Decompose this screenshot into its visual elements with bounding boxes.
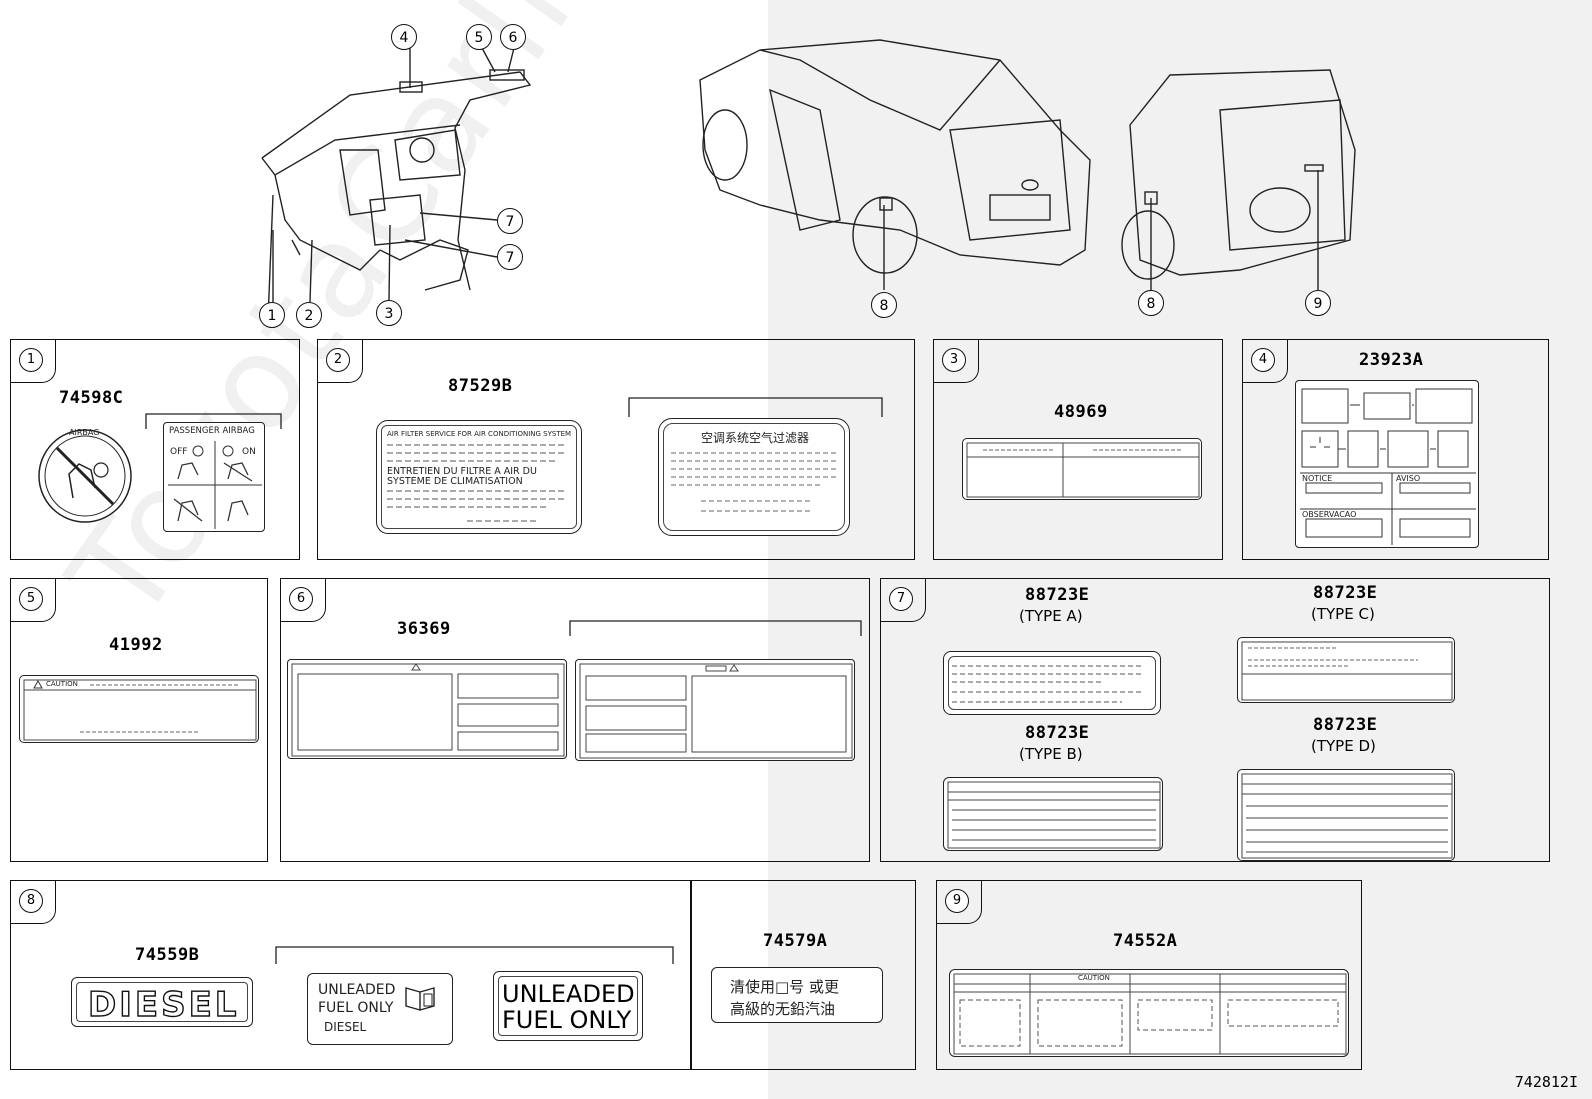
cn-fuel-label: 清使用□号 或更 高級的无鉛汽油 — [711, 967, 883, 1023]
part-number: 87529B — [448, 376, 513, 396]
bracket — [628, 397, 883, 417]
callout-7a: 7 — [497, 208, 523, 234]
cool-box-label-type-a — [943, 651, 1161, 715]
panel-4: 4 23923A NOTICE AVISO OBSERVACAO — [1242, 339, 1549, 560]
type-c: (TYPE C) — [1311, 605, 1375, 623]
part-number: 48969 — [1054, 402, 1108, 422]
airbag-badge-text: AIRBAG — [69, 428, 100, 437]
callout-5: 5 — [466, 24, 492, 50]
type-d: (TYPE D) — [1311, 737, 1376, 755]
part-number-type-c: 88723E — [1313, 583, 1378, 603]
panel-1: 1 74598C AIRBAG PASSENGER AIRBAG OFF ON — [10, 339, 300, 560]
warning-label-left — [287, 659, 567, 759]
panel-number: 1 — [19, 348, 43, 372]
panel-6: 6 36369 — [280, 578, 870, 862]
cool-box-label-type-b — [943, 777, 1163, 851]
part-number-type-b: 88723E — [1025, 723, 1090, 743]
text-lines — [671, 452, 837, 512]
panel-number: 5 — [19, 587, 43, 611]
panel-number: 7 — [889, 587, 913, 611]
callout-6: 6 — [500, 24, 526, 50]
bracket — [145, 413, 282, 429]
air-filter-label-en-fr: AIR FILTER SERVICE FOR AIR CONDITIONING … — [376, 420, 582, 534]
type-b: (TYPE B) — [1019, 745, 1083, 763]
callout-4: 4 — [391, 24, 417, 50]
part-number: 74598C — [59, 388, 124, 408]
part-number: 36369 — [397, 619, 451, 639]
airbag-badge-icon — [38, 429, 132, 523]
airbag-pictograms-icon — [168, 441, 262, 529]
part-number-type-a: 88723E — [1025, 585, 1090, 605]
bracket — [569, 620, 862, 636]
panel-8: 8 74559B DIESEL UNLEADED FUEL ONLY DIESE… — [10, 880, 916, 1070]
part-number: 41992 — [109, 635, 163, 655]
panel-number: 4 — [1251, 348, 1275, 372]
caution-multilang-label: CAUTION — [949, 969, 1349, 1057]
text-lines — [387, 444, 567, 522]
callout-8b: 8 — [1138, 290, 1164, 316]
callout-1: 1 — [259, 302, 285, 328]
diesel-label: DIESEL — [71, 977, 253, 1027]
panel-number: 6 — [289, 587, 313, 611]
cool-box-label-type-d — [1237, 769, 1455, 861]
air-filter-label-cn: 空调系统空气过滤器 — [658, 418, 850, 536]
panel-7: 7 88723E (TYPE A) 88723E (TYPE B) 88723E… — [880, 578, 1550, 862]
type-a: (TYPE A) — [1019, 607, 1083, 625]
unleaded-fuel-big-label: UNLEADED FUEL ONLY — [493, 971, 643, 1041]
suspension-label — [962, 438, 1202, 500]
callout-8a: 8 — [871, 292, 897, 318]
unleaded-fuel-small-label: UNLEADED FUEL ONLY DIESEL — [307, 973, 453, 1045]
passenger-airbag-label: PASSENGER AIRBAG OFF ON — [163, 422, 265, 532]
part-number-type-d: 88723E — [1313, 715, 1378, 735]
callout-9: 9 — [1305, 290, 1331, 316]
panel-3: 3 48969 — [933, 339, 1223, 560]
callout-7b: 7 — [497, 244, 523, 270]
part-number-2: 74579A — [763, 931, 828, 951]
info-pictogram-label: NOTICE AVISO OBSERVACAO — [1295, 380, 1479, 548]
panel-number: 9 — [945, 889, 969, 913]
warning-label-right — [575, 659, 855, 761]
panel-number: 3 — [942, 348, 966, 372]
callout-2: 2 — [296, 302, 322, 328]
manual-info-icon — [405, 987, 435, 1011]
panel-number: 2 — [326, 348, 350, 372]
part-number: 74559B — [135, 945, 200, 965]
document-code: 742812I — [1514, 1073, 1578, 1091]
panel-9: 9 74552A CAUTION — [936, 880, 1362, 1070]
part-number: 23923A — [1359, 350, 1424, 370]
panel-5: 5 41992 CAUTION — [10, 578, 268, 862]
callout-3: 3 — [376, 300, 402, 326]
pictograms-icon — [1300, 388, 1476, 545]
bracket — [275, 946, 674, 964]
cool-box-label-type-c — [1237, 637, 1455, 703]
divider — [690, 881, 692, 1069]
panel-2: 2 87529B AIR FILTER SERVICE FOR AIR COND… — [317, 339, 915, 560]
part-number: 74552A — [1113, 931, 1178, 951]
panel-number: 8 — [19, 889, 43, 913]
caution-label: CAUTION — [19, 675, 259, 743]
